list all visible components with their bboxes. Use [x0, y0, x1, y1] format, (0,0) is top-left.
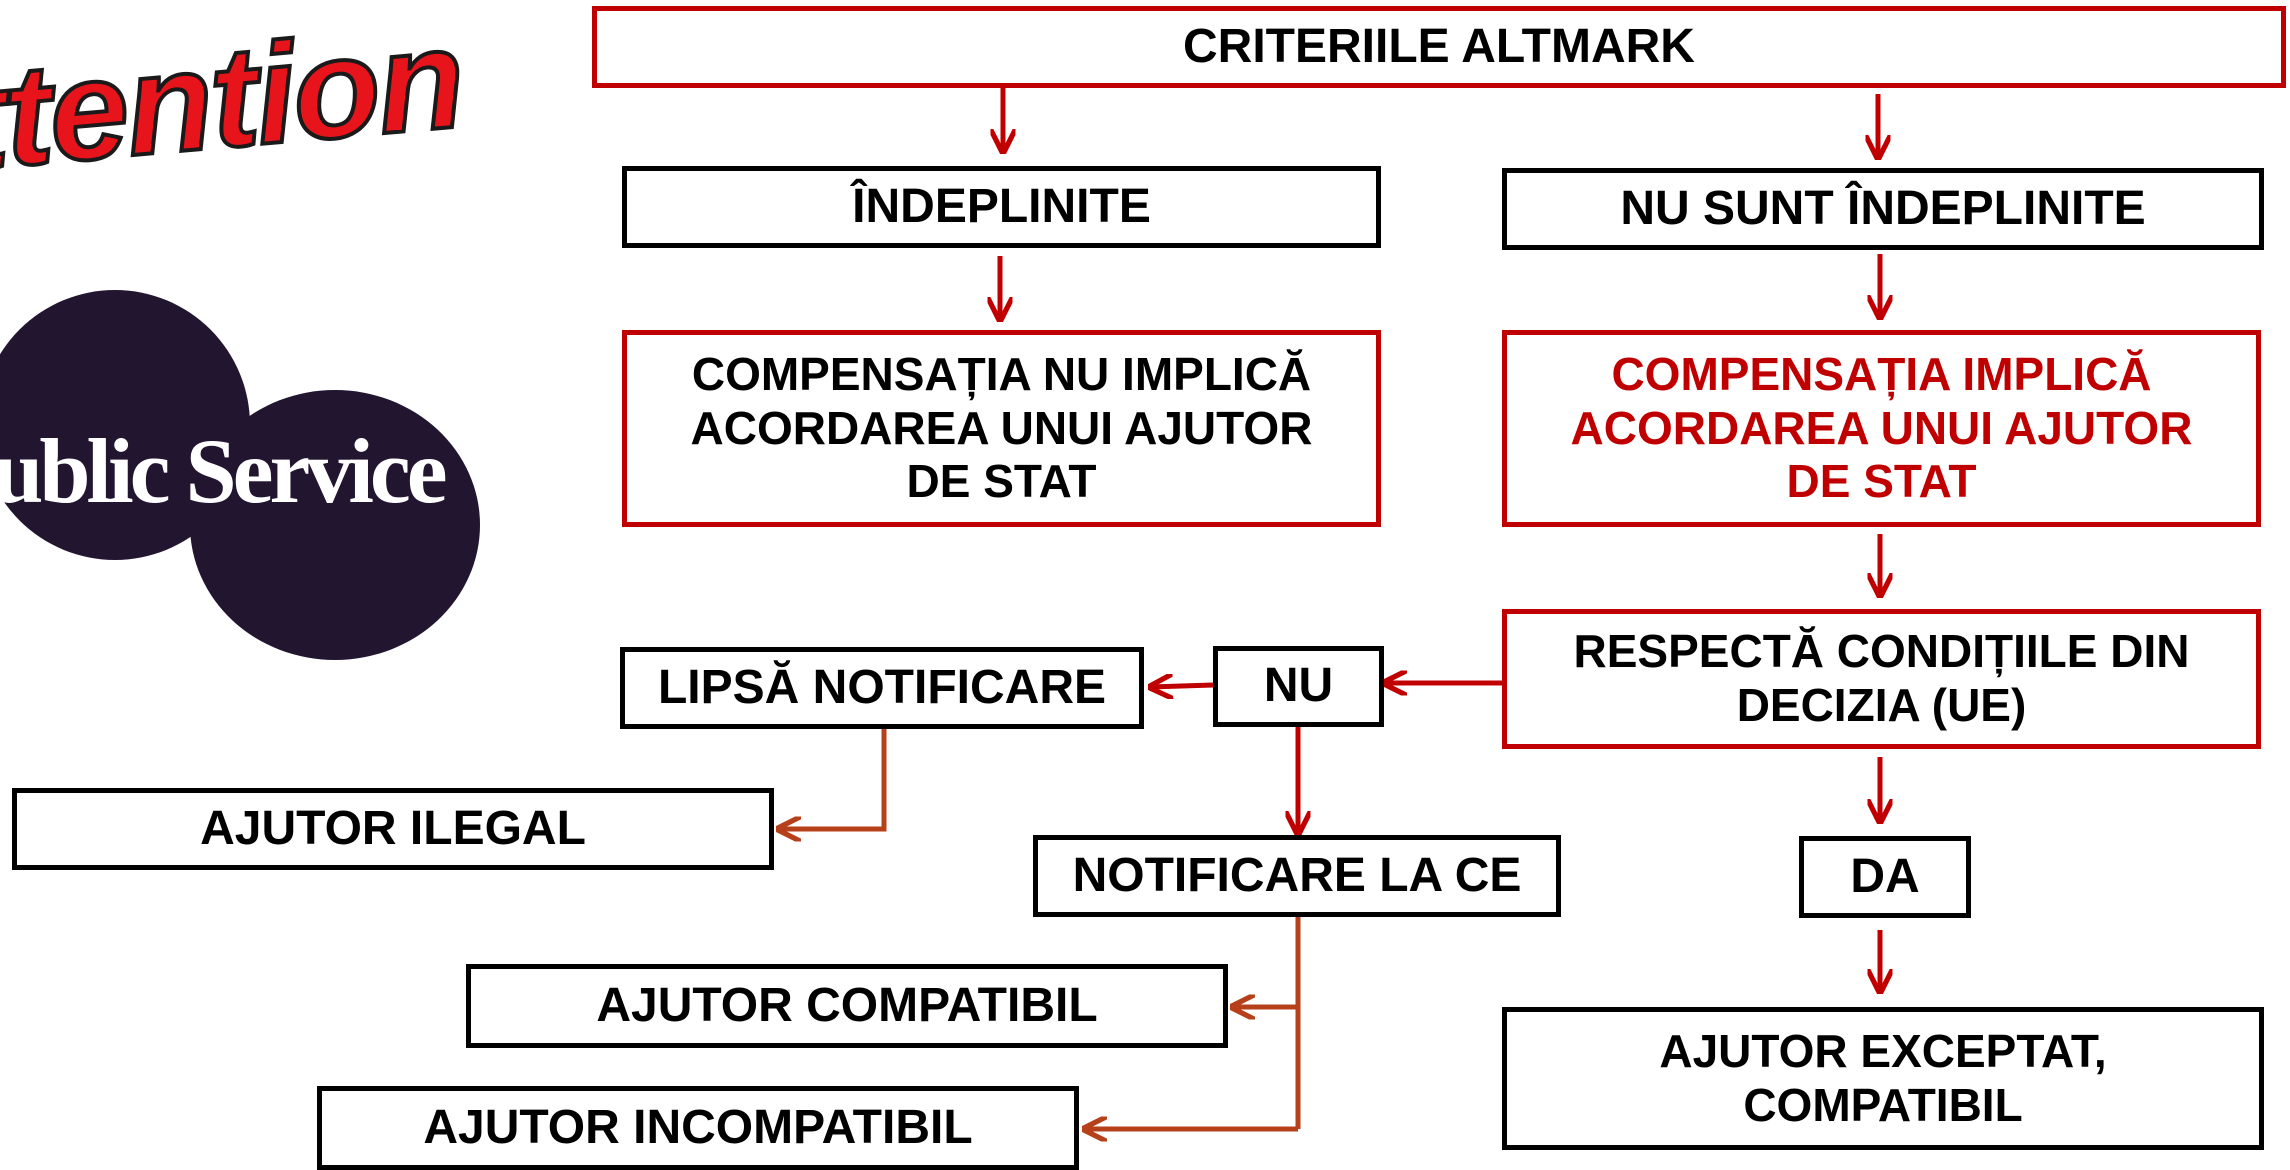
public-service-logo: Public Service: [0, 290, 500, 670]
node-compensatia-da-label: COMPENSAȚIA IMPLICĂ ACORDAREA UNUI AJUTO…: [1570, 347, 2193, 508]
node-respecta-conditiile-label: RESPECTĂ CONDIȚIILE DIN DECIZIA (UE): [1573, 625, 2190, 731]
arrow-lipsa-to-ajutor-ilegal: [778, 729, 887, 829]
node-nu-label: NU: [1263, 659, 1334, 713]
node-compensatia-nu-label: COMPENSAȚIA NU IMPLICĂ ACORDAREA UNUI AJ…: [690, 347, 1313, 508]
node-ajutor-compatibil: AJUTOR COMPATIBIL: [466, 964, 1228, 1048]
node-compensatia-nu: COMPENSAȚIA NU IMPLICĂ ACORDAREA UNUI AJ…: [622, 330, 1381, 527]
node-ajutor-compatibil-label: AJUTOR COMPATIBIL: [596, 978, 1098, 1032]
node-ajutor-exceptat-compatibil-label: AJUTOR EXCEPTAT, COMPATIBIL: [1659, 1024, 2107, 1131]
public-service-logo-text: Public Service: [0, 420, 448, 522]
node-ajutor-incompatibil-label: AJUTOR INCOMPATIBIL: [423, 1100, 973, 1154]
node-notificare-la-ce: NOTIFICARE LA CE: [1033, 835, 1561, 917]
node-nu-sunt-indeplinite-label: NU SUNT ÎNDEPLINITE: [1620, 181, 2146, 235]
node-criterii-altmark: CRITERIILE ALTMARK: [592, 6, 2286, 88]
node-lipsa-notificare-label: LIPSĂ NOTIFICARE: [657, 660, 1106, 714]
node-compensatia-da: COMPENSAȚIA IMPLICĂ ACORDAREA UNUI AJUTO…: [1502, 330, 2261, 527]
node-nu: NU: [1213, 646, 1384, 727]
node-lipsa-notificare: LIPSĂ NOTIFICARE: [620, 647, 1144, 729]
node-nu-sunt-indeplinite: NU SUNT ÎNDEPLINITE: [1502, 168, 2264, 250]
node-ajutor-ilegal: AJUTOR ILEGAL: [12, 788, 774, 870]
logo-circle-right: [190, 390, 480, 660]
node-da: DA: [1799, 836, 1971, 918]
node-indeplinite: ÎNDEPLINITE: [622, 166, 1381, 248]
node-indeplinite-label: ÎNDEPLINITE: [852, 179, 1151, 233]
node-notificare-la-ce-label: NOTIFICARE LA CE: [1072, 848, 1522, 902]
node-ajutor-ilegal-label: AJUTOR ILEGAL: [200, 801, 586, 855]
arrow-nu-to-lipsa-notificare: [1150, 685, 1214, 687]
node-respecta-conditiile: RESPECTĂ CONDIȚIILE DIN DECIZIA (UE): [1502, 609, 2261, 749]
node-ajutor-incompatibil: AJUTOR INCOMPATIBIL: [317, 1086, 1079, 1170]
node-criterii-altmark-label: CRITERIILE ALTMARK: [1183, 19, 1695, 73]
node-da-label: DA: [1850, 849, 1920, 903]
node-ajutor-exceptat-compatibil: AJUTOR EXCEPTAT, COMPATIBIL: [1502, 1007, 2264, 1150]
